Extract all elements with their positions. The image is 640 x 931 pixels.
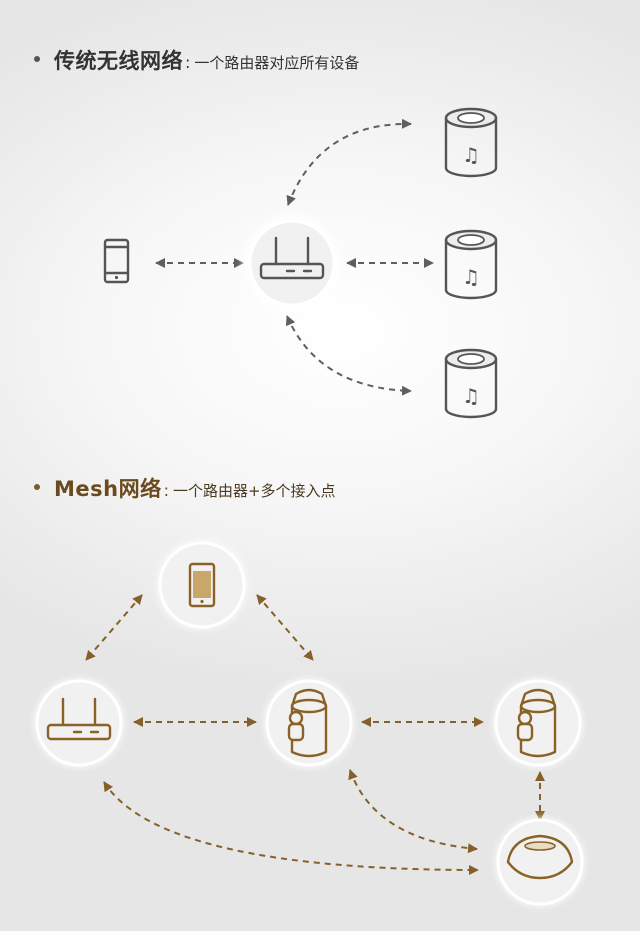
traditional-network-title: 传统无线网络 xyxy=(54,49,183,73)
traditional-network-heading: 传统无线网络 : 一个路由器对应所有设备 xyxy=(34,45,359,75)
router-node xyxy=(244,215,340,311)
router-icon xyxy=(46,697,112,741)
mesh-router-node xyxy=(35,679,123,767)
link-router-dome-speaker xyxy=(103,781,479,875)
mesh-network-description: 一个路由器+多个接入点 xyxy=(172,482,336,500)
link-phone-access-point-1 xyxy=(256,594,314,661)
mesh-phone-node xyxy=(158,541,246,629)
mesh-access-point-icon xyxy=(516,688,557,758)
mesh-network-diagram xyxy=(35,541,584,906)
speaker-icon: ♫ xyxy=(444,229,498,300)
mesh-access-point-2-node xyxy=(494,679,582,767)
traditional-network-description: 一个路由器对应所有设备 xyxy=(194,54,360,72)
link-router-speaker-3 xyxy=(285,315,412,396)
link-router-speaker-1 xyxy=(286,118,412,206)
mesh-dome-speaker-node xyxy=(496,818,584,906)
svg-text:♫: ♫ xyxy=(462,265,480,289)
svg-text:♫: ♫ xyxy=(462,384,480,408)
traditional-network-diagram: ♫ ♫ ♫ xyxy=(103,107,498,419)
speaker-icon: ♫ xyxy=(444,107,498,178)
svg-text:♫: ♫ xyxy=(462,143,480,167)
heading-separator: : xyxy=(163,481,169,500)
phone-icon xyxy=(188,562,216,608)
dome-speaker-icon xyxy=(506,834,574,880)
heading-separator: : xyxy=(185,53,191,72)
mesh-access-point-1-node xyxy=(265,679,353,767)
mesh-access-point-icon xyxy=(287,688,328,758)
phone-icon xyxy=(103,238,130,284)
router-icon xyxy=(259,236,325,280)
mesh-network-heading: Mesh网络 : 一个路由器+多个接入点 xyxy=(34,473,336,503)
link-phone-router xyxy=(85,594,143,661)
bullet-dot xyxy=(34,484,40,490)
speaker-icon: ♫ xyxy=(444,348,498,419)
mesh-network-title: Mesh网络 xyxy=(54,477,162,501)
link-access-point-1-dome-speaker xyxy=(348,769,478,854)
bullet-dot xyxy=(34,56,40,62)
